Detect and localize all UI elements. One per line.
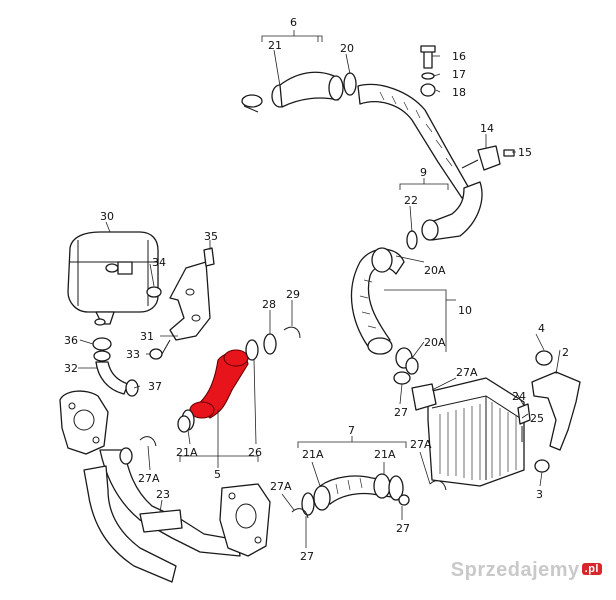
callout-16: 16 bbox=[452, 50, 466, 63]
callout-4: 4 bbox=[538, 322, 545, 335]
callout-26: 26 bbox=[248, 446, 262, 459]
callout-27a-left: 27A bbox=[138, 472, 160, 485]
callout-29: 29 bbox=[286, 288, 300, 301]
callout-30: 30 bbox=[100, 210, 114, 223]
leader-lines bbox=[78, 49, 561, 548]
callout-34: 34 bbox=[152, 256, 166, 269]
callout-labels: 6 21 20 16 17 18 14 15 9 22 30 35 34 20A… bbox=[64, 16, 569, 563]
callout-35: 35 bbox=[204, 230, 218, 243]
callout-20a-lower: 20A bbox=[424, 336, 446, 349]
callout-15: 15 bbox=[518, 146, 532, 159]
callout-2: 2 bbox=[562, 346, 569, 359]
callout-21: 21 bbox=[268, 39, 282, 52]
lower-hose-assembly bbox=[219, 436, 447, 557]
callout-7: 7 bbox=[348, 424, 355, 437]
resonator-assembly bbox=[67, 231, 215, 360]
callout-33: 33 bbox=[126, 348, 140, 361]
callout-22: 22 bbox=[404, 194, 418, 207]
callout-9: 9 bbox=[420, 166, 427, 179]
callout-21a-right: 21A bbox=[374, 448, 396, 461]
callout-37: 37 bbox=[148, 380, 162, 393]
callout-27a-bottom: 27A bbox=[270, 480, 292, 493]
callout-31: 31 bbox=[140, 330, 154, 343]
callout-3: 3 bbox=[536, 488, 543, 501]
callout-27-intercooler: 27 bbox=[394, 406, 408, 419]
callout-27a-intercooler: 27A bbox=[456, 366, 478, 379]
upper-hose-assembly bbox=[241, 30, 515, 199]
callout-27a-right: 27A bbox=[410, 438, 432, 451]
intercooler bbox=[393, 350, 581, 487]
callout-25: 25 bbox=[530, 412, 544, 425]
callout-6: 6 bbox=[290, 16, 297, 29]
callout-10: 10 bbox=[458, 304, 472, 317]
callout-21a-mid: 21A bbox=[302, 448, 324, 461]
watermark-brand: Sprzedajemy bbox=[450, 559, 580, 581]
callout-36: 36 bbox=[64, 334, 78, 347]
callout-27-bottom-right: 27 bbox=[396, 522, 410, 535]
callout-18: 18 bbox=[452, 86, 466, 99]
left-tube-assembly bbox=[59, 390, 241, 583]
callout-17: 17 bbox=[452, 68, 466, 81]
callout-14: 14 bbox=[480, 122, 494, 135]
callout-20: 20 bbox=[340, 42, 354, 55]
callout-24: 24 bbox=[512, 390, 526, 403]
callout-23: 23 bbox=[156, 488, 170, 501]
callout-5: 5 bbox=[214, 468, 221, 481]
callout-20a-upper: 20A bbox=[424, 264, 446, 277]
small-hose-assembly bbox=[92, 337, 139, 397]
callout-28: 28 bbox=[262, 298, 276, 311]
callout-27-bottom-left: 27 bbox=[300, 550, 314, 563]
callout-21a-left: 21A bbox=[176, 446, 198, 459]
highlighted-hose bbox=[179, 326, 301, 468]
watermark-logo: Sprzedajemy.pl bbox=[451, 559, 602, 582]
watermark-tld: .pl bbox=[581, 563, 602, 575]
callout-32: 32 bbox=[64, 362, 78, 375]
intercooler-hose-upper bbox=[350, 178, 483, 375]
